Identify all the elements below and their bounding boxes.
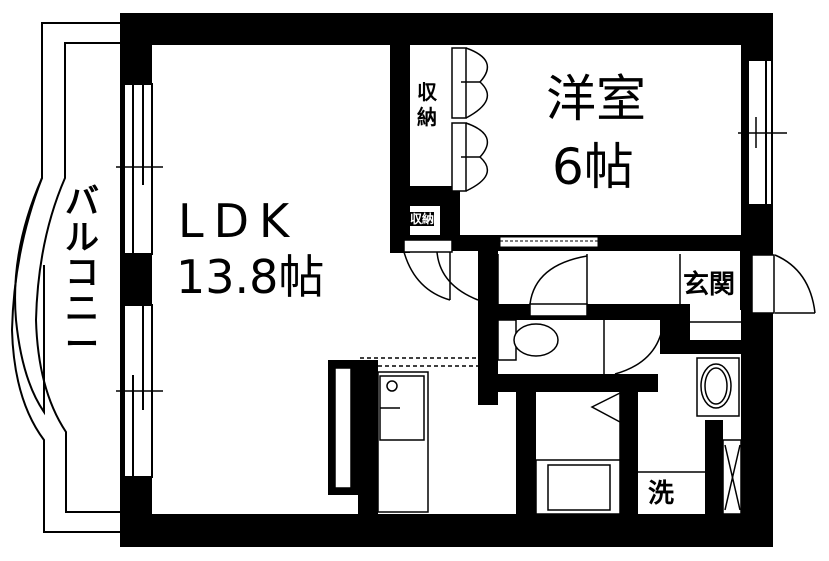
label-balcony: バルコニー [65, 182, 99, 365]
kitchen-counter [334, 357, 478, 513]
room-name-ldk: LDK [178, 194, 300, 248]
entrance-door [679, 254, 816, 323]
western-room-window [738, 59, 787, 206]
label-entrance: 玄関 [683, 270, 736, 300]
room-name-western: 洋室 [546, 70, 646, 128]
storage-doors [451, 47, 489, 192]
washing-machine-area [638, 439, 742, 515]
balcony-outline [10, 22, 120, 533]
ldk-door-swing [403, 239, 479, 301]
interior-walls [328, 13, 773, 520]
label-storage-main: 収納 [417, 80, 437, 129]
ldk-window-upper [116, 83, 163, 255]
toilet-fixture [497, 309, 665, 375]
label-storage-small: 収納 [410, 212, 435, 226]
label-washroom: 洗 [648, 479, 675, 509]
western-room-sliding-door [499, 236, 599, 248]
room-size-ldk: 13.8帖 [176, 250, 325, 304]
washbasin-fixture [696, 357, 740, 417]
hallway-door [497, 254, 588, 317]
bathtub-fixture [535, 392, 621, 515]
room-size-western: 6帖 [552, 138, 634, 196]
ldk-window-lower [116, 304, 163, 478]
